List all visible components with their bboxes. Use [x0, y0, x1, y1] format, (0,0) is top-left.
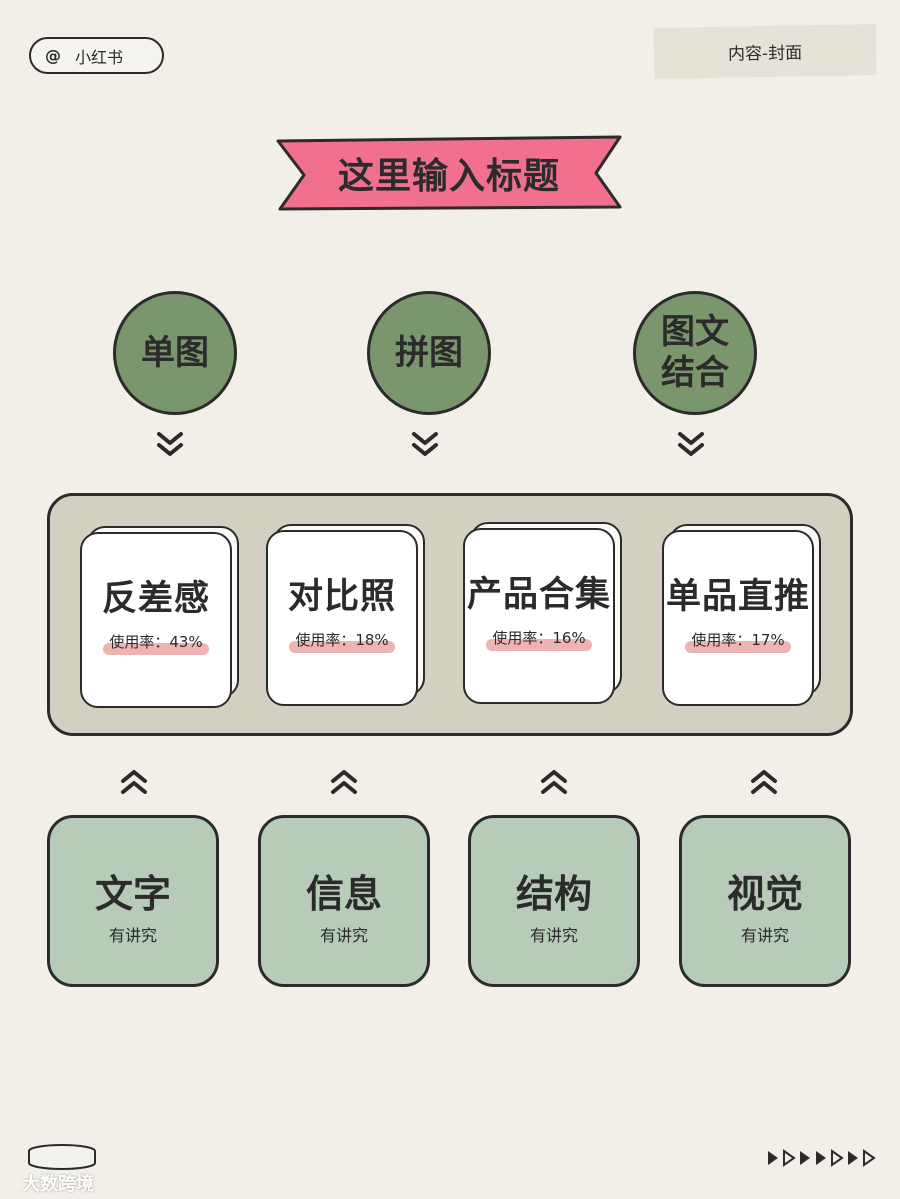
card-usage-rate: 使用率：43% [103, 631, 210, 655]
disc-stack-icon [28, 1144, 96, 1170]
element-subtitle: 有讲究 [108, 925, 157, 945]
element-title: 视觉 [726, 871, 803, 916]
format-label: 单图 [141, 332, 209, 373]
double-chevron-up-icon [121, 770, 147, 794]
element-box-visual: 视觉 有讲究 [679, 815, 851, 987]
double-chevron-down-icon [678, 432, 704, 456]
card-title: 对比照 [287, 577, 396, 617]
card-title: 产品合集 [466, 575, 611, 615]
element-title: 文字 [94, 871, 171, 916]
format-collage: 拼图 [367, 291, 491, 415]
ribbon-banner-icon [276, 135, 622, 211]
double-chevron-down-icon [412, 432, 438, 456]
brand-watermark: 大数跨境 [22, 1170, 94, 1196]
element-box-info: 信息 有讲究 [258, 815, 430, 987]
format-label: 图文 结合 [661, 312, 729, 393]
double-chevron-up-icon [541, 770, 567, 794]
card-title: 反差感 [101, 579, 210, 619]
card-usage-rate: 使用率：18% [289, 629, 396, 653]
content-type-card: 对比照 使用率：18% [266, 530, 418, 706]
content-type-card: 单品直推 使用率：17% [662, 530, 814, 706]
element-title: 信息 [305, 871, 382, 916]
double-chevron-up-icon [331, 770, 357, 794]
element-title: 结构 [515, 871, 592, 916]
page-title: 这里输入标题 [276, 135, 622, 211]
format-label: 拼图 [395, 332, 463, 373]
element-subtitle: 有讲究 [319, 925, 368, 945]
card-title: 单品直推 [665, 577, 810, 617]
content-type-card: 产品合集 使用率：16% [463, 528, 615, 704]
element-box-structure: 结构 有讲究 [468, 815, 640, 987]
play-arrows-icon [768, 1149, 876, 1167]
double-chevron-up-icon [751, 770, 777, 794]
element-subtitle: 有讲究 [529, 925, 578, 945]
brand-name: 大数跨境 [22, 1174, 94, 1195]
category-tag-label: 内容-封面 [727, 42, 803, 65]
category-tag: 内容-封面 [653, 24, 877, 78]
element-box-text: 文字 有讲究 [47, 815, 219, 987]
format-single-image: 单图 [113, 291, 237, 415]
at-icon: @ [45, 46, 61, 65]
account-handle[interactable]: @ 小红书 [29, 37, 164, 74]
content-type-card: 反差感 使用率：43% [80, 532, 232, 708]
card-usage-rate: 使用率：17% [685, 629, 792, 653]
format-image-text: 图文 结合 [633, 291, 757, 415]
account-name: 小红书 [75, 47, 124, 67]
card-usage-rate: 使用率：16% [486, 627, 593, 651]
page-title-text: 这里输入标题 [337, 156, 560, 197]
element-subtitle: 有讲究 [740, 925, 789, 945]
double-chevron-down-icon [157, 432, 183, 456]
